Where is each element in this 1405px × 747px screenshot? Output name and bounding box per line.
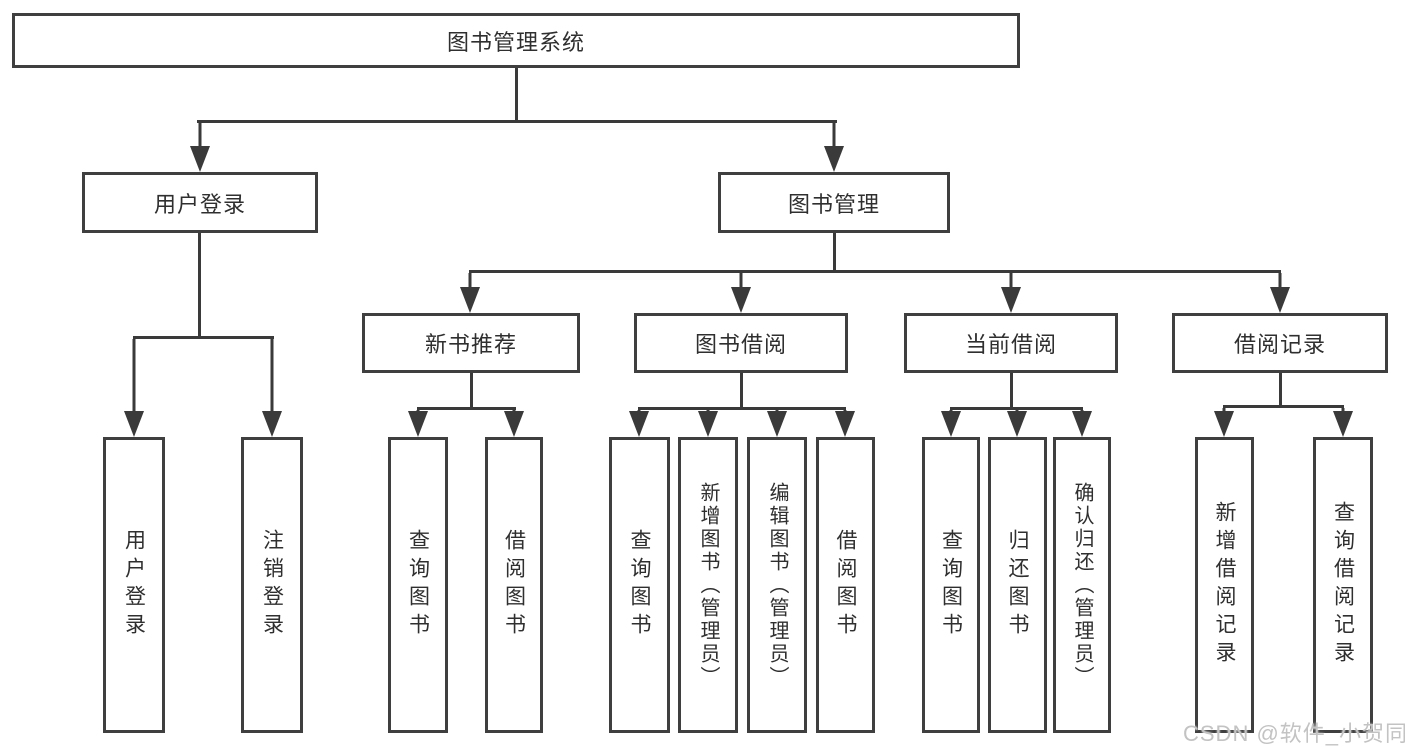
arrow-down-leaf <box>407 410 429 437</box>
leaf-query-borrow-record: 查询借阅记录 <box>1313 437 1373 733</box>
connector-root-stem <box>515 68 518 120</box>
node-label: 图书管理系统 <box>446 29 585 55</box>
arrow-down-leaf <box>503 410 525 437</box>
leaf-label: 注销登录 <box>260 529 284 641</box>
node-label: 图书借阅 <box>694 332 787 357</box>
connector-borrow-records-stem <box>1279 373 1282 405</box>
node-label: 新书推荐 <box>424 332 517 357</box>
connector-borrow-records-bar <box>1223 405 1344 408</box>
leaf-label: 归还图书 <box>1006 529 1029 641</box>
arrow-down-to-current-borrow <box>1000 273 1022 313</box>
arrow-down-leaf <box>834 410 856 437</box>
arrow-down-to-book-management <box>823 123 845 172</box>
leaf-label: 编辑图书（管理员） <box>766 481 788 689</box>
node-library-management-system: 图书管理系统 <box>12 13 1020 68</box>
connector-book-borrow-bar <box>638 407 846 410</box>
connector-new-book-stem <box>470 373 473 407</box>
node-borrow-records: 借阅记录 <box>1172 313 1388 373</box>
leaf-query-books: 查询图书 <box>922 437 980 733</box>
connector-user-login-stem <box>198 233 201 336</box>
leaf-confirm-return-admin: 确认归还（管理员） <box>1053 437 1111 733</box>
connector-current-borrow-stem <box>1010 373 1013 407</box>
node-label: 图书管理 <box>787 191 880 217</box>
connector-book-borrow-stem <box>740 373 743 407</box>
node-book-borrow: 图书借阅 <box>634 313 848 373</box>
leaf-add-book-admin: 新增图书（管理员） <box>678 437 738 733</box>
leaf-label: 新增借阅记录 <box>1213 501 1236 669</box>
leaf-edit-book-admin: 编辑图书（管理员） <box>747 437 807 733</box>
connector-book-management-stem <box>833 233 836 270</box>
connector-root-bar <box>197 120 837 123</box>
leaf-logout: 注销登录 <box>241 437 303 733</box>
node-book-management: 图书管理 <box>718 172 950 233</box>
arrow-down-leaf <box>1071 410 1093 437</box>
arrow-down-leaf <box>1006 410 1028 437</box>
arrow-down-to-leaf-logout <box>261 339 283 437</box>
leaf-label: 确认归还（管理员） <box>1071 481 1093 689</box>
leaf-label: 查询图书 <box>939 529 963 641</box>
leaf-query-books: 查询图书 <box>609 437 670 733</box>
connector-new-book-bar <box>417 407 516 410</box>
arrow-down-leaf <box>628 410 650 437</box>
connector-book-management-bar <box>469 270 1281 273</box>
leaf-label: 查询图书 <box>406 529 430 641</box>
leaf-label: 查询图书 <box>628 529 651 641</box>
arrow-down-to-borrow-records <box>1269 273 1291 313</box>
leaf-query-books: 查询图书 <box>388 437 448 733</box>
node-label: 借阅记录 <box>1233 332 1326 357</box>
leaf-add-borrow-record: 新增借阅记录 <box>1195 437 1254 733</box>
arrow-down-leaf <box>940 410 962 437</box>
leaf-label: 借阅图书 <box>834 529 857 641</box>
connector-current-borrow-bar <box>950 407 1083 410</box>
arrow-down-to-new-book-recommend <box>459 273 481 313</box>
node-label: 用户登录 <box>153 191 246 217</box>
leaf-label: 借阅图书 <box>502 529 526 641</box>
leaf-label: 用户登录 <box>122 529 146 641</box>
leaf-label: 新增图书（管理员） <box>697 481 719 689</box>
node-user-login: 用户登录 <box>82 172 318 233</box>
node-label: 当前借阅 <box>964 332 1057 357</box>
connector-user-login-bar <box>133 336 274 339</box>
arrow-down-to-user-login <box>189 123 211 172</box>
leaf-label: 查询借阅记录 <box>1331 501 1355 669</box>
leaf-borrow-books: 借阅图书 <box>485 437 543 733</box>
arrow-down-leaf <box>1213 408 1235 437</box>
arrow-down-to-book-borrow <box>730 273 752 313</box>
node-new-book-recommend: 新书推荐 <box>362 313 580 373</box>
node-current-borrow: 当前借阅 <box>904 313 1118 373</box>
arrow-down-to-leaf-user-login <box>123 339 145 437</box>
arrow-down-leaf <box>697 410 719 437</box>
leaf-return-books: 归还图书 <box>988 437 1047 733</box>
leaf-borrow-books: 借阅图书 <box>816 437 875 733</box>
leaf-user-login: 用户登录 <box>103 437 165 733</box>
arrow-down-leaf <box>766 410 788 437</box>
arrow-down-leaf <box>1332 408 1354 437</box>
csdn-watermark: CSDN @软件_小贺同学 <box>1183 721 1405 746</box>
